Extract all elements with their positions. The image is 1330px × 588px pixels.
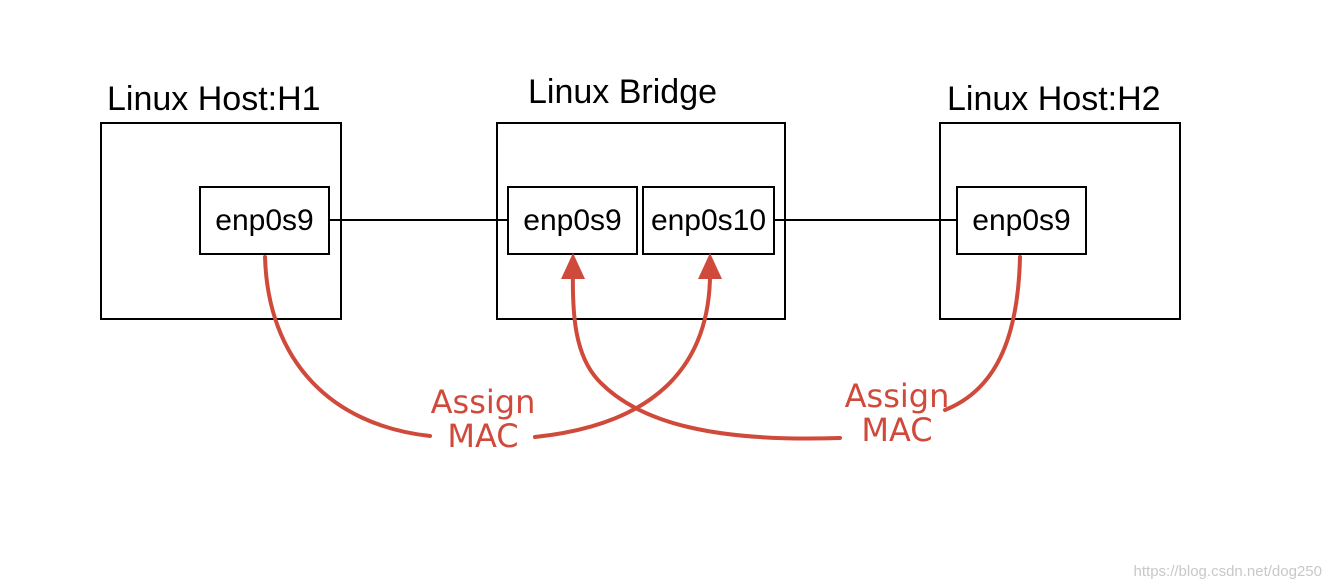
assign-mac-left-label: Assign MAC — [428, 383, 538, 455]
arrow-h1-to-bridge-enp0s10 — [263, 255, 432, 438]
arrow-h2-to-bridge-enp0s9 — [943, 255, 1022, 412]
wire-h1-to-bridge — [330, 219, 508, 221]
watermark-text: https://blog.csdn.net/dog250 — [1133, 563, 1322, 580]
bridge-enp0s10-interface: enp0s10 — [642, 186, 775, 255]
h1-enp0s9-interface: enp0s9 — [199, 186, 330, 255]
arrow-h1-to-bridge-enp0s10-tail — [533, 266, 713, 439]
assign-mac-right-line1: Assign — [844, 377, 950, 415]
h2-enp0s9-interface: enp0s9 — [956, 186, 1087, 255]
h2-title: Linux Host:H2 — [947, 80, 1161, 118]
wire-bridge-to-h2 — [774, 219, 957, 221]
assign-mac-left-line1: Assign — [430, 383, 536, 421]
assign-mac-left-line2: MAC — [447, 416, 519, 455]
bridge-enp0s9-interface: enp0s9 — [507, 186, 638, 255]
h1-title: Linux Host:H1 — [107, 80, 321, 118]
arrowhead-bridge-enp0s9 — [561, 253, 585, 279]
bridge-title: Linux Bridge — [528, 73, 718, 111]
assign-mac-right-line2: MAC — [861, 410, 933, 449]
arrow-h2-to-bridge-enp0s9-tail — [570, 266, 842, 441]
assign-mac-right-label: Assign MAC — [842, 377, 952, 449]
arrowhead-bridge-enp0s10 — [698, 253, 722, 279]
